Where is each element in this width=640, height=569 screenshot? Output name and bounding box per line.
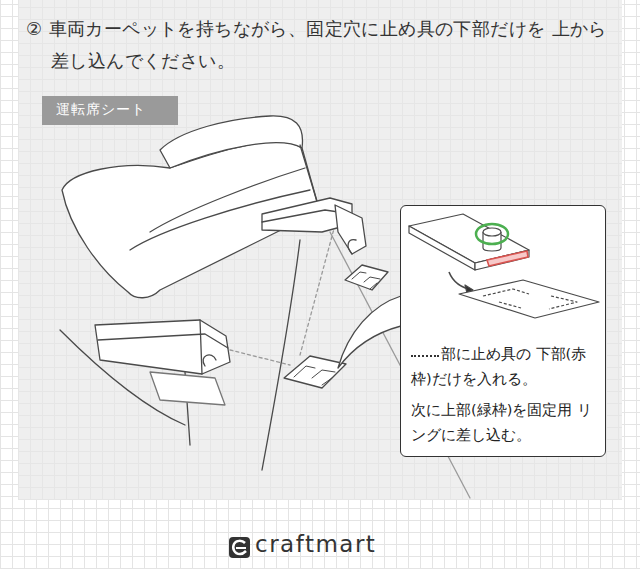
step-heading: ② 車両カーペットを持ちながら、固定穴に止め具の下部だけを 上から差し込んでくだ…: [26, 13, 611, 77]
callout-box: 部に止め具の 下部(赤枠)だけを入れる。次に上部(緑枠)を固定用 リングに差し込…: [400, 205, 606, 457]
seat-label-box: 運転席シート: [42, 96, 178, 125]
brand-logo: craftmart: [255, 531, 376, 557]
node-text: 運転席シート: [56, 101, 146, 119]
stopper-illustration: [401, 206, 605, 340]
dotted-reference-mark: [411, 354, 439, 357]
callout-text: 次に上部(緑枠)を固定用 リングに差し込む。: [411, 398, 597, 448]
callout-text: 部に止め具の 下部(赤枠)だけを入れる。: [411, 342, 597, 392]
